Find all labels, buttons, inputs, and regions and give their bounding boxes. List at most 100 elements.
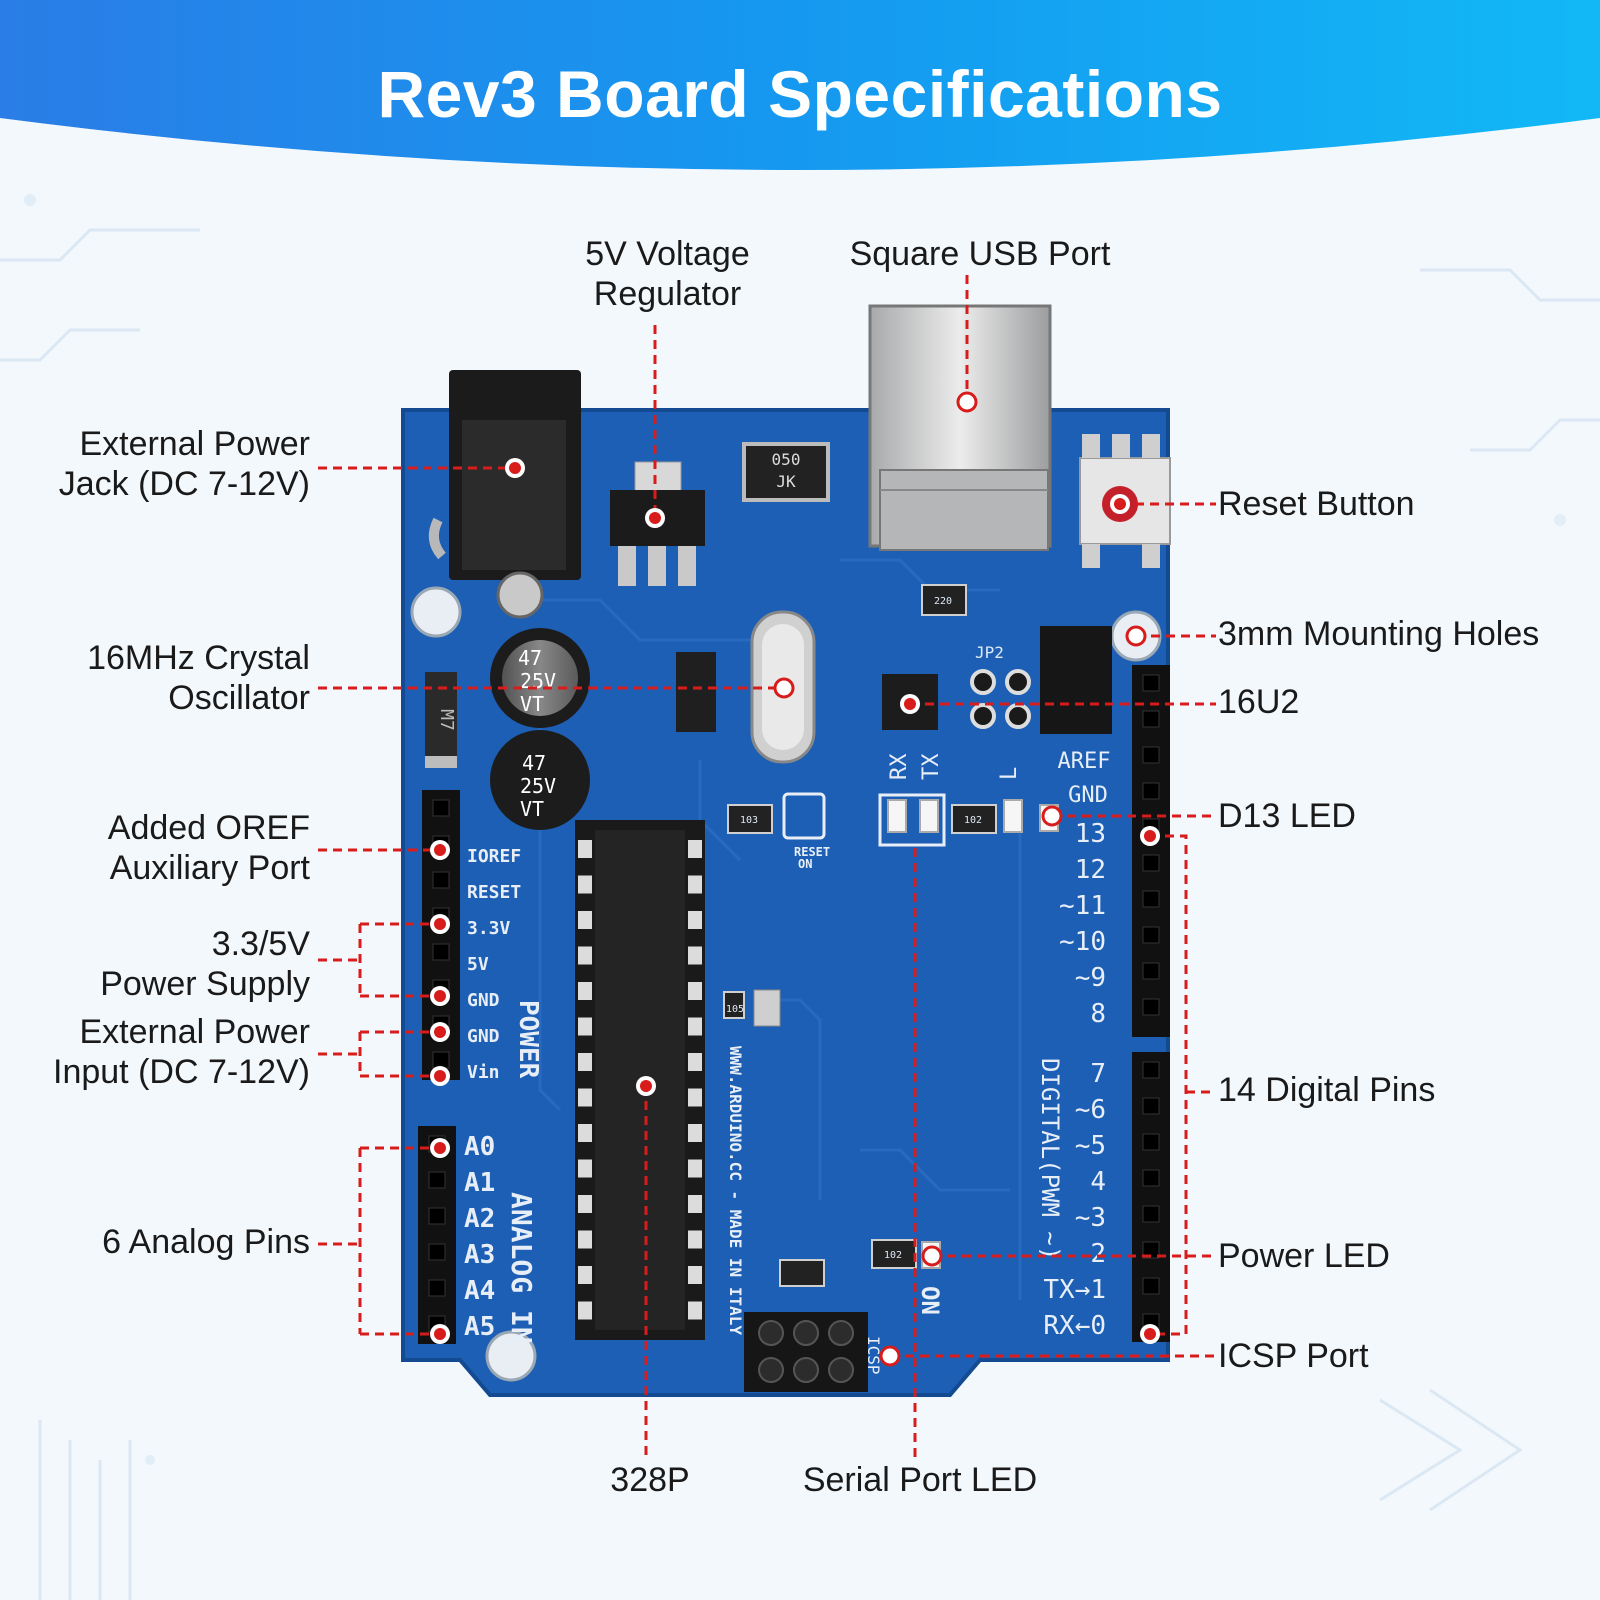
svg-text:RESET: RESET — [794, 845, 830, 859]
dip-pin — [578, 1088, 592, 1107]
svg-text:L: L — [997, 767, 1022, 780]
dip-pin — [578, 1230, 592, 1249]
header-socket — [1142, 710, 1160, 728]
svg-text:POWER: POWER — [513, 1000, 543, 1079]
callout-marker-dot — [649, 512, 661, 524]
svg-text:102: 102 — [964, 815, 982, 826]
diode-m7: M7 — [425, 672, 457, 768]
digital-pin-label: ~5 — [1075, 1131, 1106, 1161]
leader-line — [318, 1030, 440, 1078]
dip-pin — [578, 1266, 592, 1284]
small-ic — [676, 652, 716, 732]
callout-16u2: 16U2 — [1218, 683, 1300, 721]
svg-text:VT: VT — [520, 797, 544, 821]
header-socket — [1142, 1133, 1160, 1151]
callout-serial-led: Serial Port LED — [802, 1461, 1038, 1499]
header-socket — [1142, 1277, 1160, 1295]
small-crystal — [753, 989, 781, 1027]
header-socket — [432, 871, 450, 889]
polyfuse: 050 JK — [742, 442, 830, 502]
digital-header — [1132, 665, 1170, 1342]
svg-text:JK: JK — [776, 472, 796, 491]
header-socket — [1142, 1061, 1160, 1079]
svg-text:WWW.ARDUINO.CC - MADE IN ITALY: WWW.ARDUINO.CC - MADE IN ITALY — [726, 1046, 745, 1335]
dip-pin — [688, 1088, 702, 1107]
jp2-pads — [970, 669, 1031, 729]
leader-line — [318, 1146, 440, 1336]
callout-marker — [773, 677, 795, 699]
svg-text:ON: ON — [798, 857, 812, 871]
digital-pin-label: 2 — [1090, 1239, 1106, 1269]
dip-pin — [578, 1301, 592, 1320]
svg-text:ICSP: ICSP — [864, 1336, 883, 1375]
header-socket — [1142, 1241, 1160, 1259]
analog-pin-label: A4 — [464, 1276, 495, 1306]
svg-text:ANALOG IN: ANALOG IN — [505, 1192, 538, 1344]
dip-pin — [688, 982, 702, 1000]
small-regulator — [779, 1259, 825, 1287]
header-socket — [1142, 998, 1160, 1016]
svg-text:AREF: AREF — [1058, 749, 1111, 774]
header-socket — [1142, 1097, 1160, 1115]
dip-pin — [688, 1159, 702, 1178]
dip-pin — [578, 1195, 592, 1213]
header-socket — [428, 1243, 446, 1261]
page-title: Rev3 Board Specifications — [377, 57, 1223, 131]
leader-line — [318, 922, 440, 998]
svg-text:220: 220 — [934, 596, 952, 607]
svg-text:TX: TX — [919, 753, 944, 780]
dip-pin — [688, 875, 702, 894]
svg-text:VT: VT — [520, 692, 544, 716]
dip-pin — [688, 1017, 702, 1036]
dip-pin — [688, 1053, 702, 1071]
dip-pin — [688, 1124, 702, 1142]
callout-marker-dot — [640, 1080, 652, 1092]
power-pin-label: Vin — [467, 1062, 500, 1083]
power-pin-label: GND — [467, 990, 500, 1011]
callout-marker-dot — [434, 1070, 446, 1082]
digital-pin-label: 4 — [1090, 1167, 1106, 1197]
svg-text:RX: RX — [887, 753, 912, 780]
callout-marker-dot — [434, 918, 446, 930]
callout-marker — [956, 391, 978, 413]
dip-pin — [578, 840, 592, 858]
svg-text:105: 105 — [726, 1004, 744, 1015]
header-socket — [1142, 854, 1160, 872]
digital-pin-label: 7 — [1090, 1059, 1106, 1089]
dip-pin — [688, 840, 702, 858]
callout-marker-dot — [904, 698, 916, 710]
header-socket — [432, 1051, 450, 1069]
power-pin-label: 5V — [467, 954, 489, 975]
analog-pin-label: A3 — [464, 1240, 495, 1270]
dip-pin — [688, 1230, 702, 1249]
callout-marker — [1125, 625, 1147, 647]
svg-text:DIGITAL(PWM ~): DIGITAL(PWM ~) — [1036, 1058, 1064, 1260]
analog-pin-label: A1 — [464, 1168, 495, 1198]
header-socket — [1142, 674, 1160, 692]
svg-text:ON: ON — [916, 1286, 944, 1315]
digital-pin-label: 13 — [1075, 819, 1106, 849]
usb-b-port — [868, 304, 1052, 551]
callout-marker-dot — [434, 1142, 446, 1154]
power-pin-label: GND — [467, 1026, 500, 1047]
digital-pin-label: ~9 — [1075, 963, 1106, 993]
electrolytic-capacitor-top: 47 25V VT — [490, 628, 590, 728]
header-socket — [1142, 962, 1160, 980]
digital-pin-label: 8 — [1090, 999, 1106, 1029]
callout-analog-pins: 6 Analog Pins — [102, 1223, 310, 1261]
callout-marker-dot — [434, 1026, 446, 1038]
header-socket — [432, 943, 450, 961]
callout-marker — [1041, 805, 1063, 827]
callout-marker-dot — [1144, 830, 1156, 842]
digital-pin-label: 12 — [1075, 855, 1106, 885]
callout-marker-dot — [1144, 1328, 1156, 1340]
dip-pin — [578, 982, 592, 1000]
dip-pin — [688, 1266, 702, 1284]
dip-pin — [578, 1017, 592, 1036]
svg-text:050: 050 — [772, 450, 801, 469]
dip-pin — [578, 1124, 592, 1142]
